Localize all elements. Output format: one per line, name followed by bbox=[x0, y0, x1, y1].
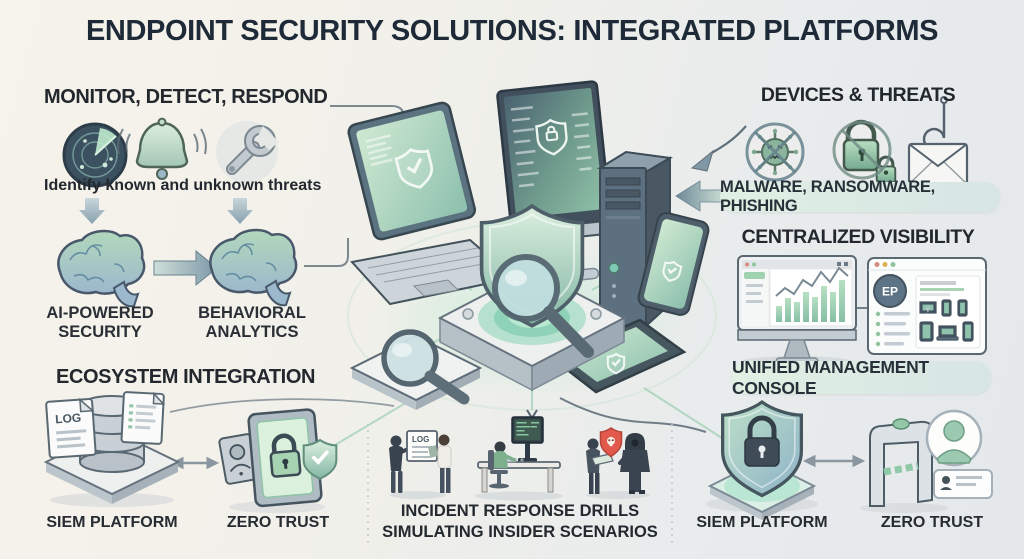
incident-caption: INCIDENT RESPONSE DRILLS SIMULATING INSI… bbox=[360, 501, 680, 543]
incident-caption-line2: SIMULATING INSIDER SCENARIOS bbox=[382, 523, 658, 541]
label-zero-trust-left: ZERO TRUST bbox=[226, 514, 330, 531]
down-arrow-icon bbox=[79, 198, 105, 224]
incident-log-label: LOG bbox=[412, 435, 429, 444]
brain-behavior-icon bbox=[209, 228, 298, 307]
siem-database-illustration: LOG bbox=[43, 391, 181, 507]
laptop-illustration bbox=[347, 101, 517, 306]
label-zero-trust-right: ZERO TRUST bbox=[880, 514, 984, 531]
page-title: ENDPOINT SECURITY SOLUTIONS: INTEGRATED … bbox=[85, 15, 939, 47]
double-arrow-icon-left bbox=[170, 456, 220, 470]
insider-threat-shield-icon bbox=[599, 427, 623, 458]
id-badge-icon bbox=[933, 469, 993, 499]
section-heading-centralized-visibility: CENTRALIZED VISIBILITY bbox=[741, 226, 975, 248]
section-heading-devices-threats: DEVICES & THREATS bbox=[760, 84, 956, 106]
ai-label-line2: SECURITY bbox=[58, 323, 142, 341]
label-ai-powered-security: AI-POWERED SECURITY bbox=[30, 304, 170, 342]
ransomware-lock-icon bbox=[832, 119, 897, 184]
incident-figures-illustration: LOG bbox=[389, 416, 650, 501]
ep-console-window-illustration: EP bbox=[867, 257, 987, 355]
threat-arrow-icon bbox=[675, 125, 747, 212]
ep-badge-label: EP bbox=[882, 285, 898, 299]
zero-trust-device-illustration bbox=[218, 408, 338, 513]
user-avatar-icon bbox=[925, 409, 983, 467]
section-heading-ecosystem-integration: ECOSYSTEM INTEGRATION bbox=[56, 366, 316, 388]
malware-virus-icon bbox=[745, 122, 805, 182]
siem-shield-illustration bbox=[706, 399, 818, 520]
hacker-figure bbox=[618, 433, 650, 494]
phishing-hook-email-icon bbox=[907, 96, 969, 186]
wrench-icon bbox=[216, 121, 279, 183]
report-document-icon bbox=[120, 391, 166, 445]
tablet-illustration bbox=[637, 211, 710, 316]
alert-bell-icon bbox=[117, 117, 207, 180]
ep-badge bbox=[873, 274, 907, 308]
pc-tower-illustration bbox=[596, 150, 674, 329]
log-doc-label: LOG bbox=[55, 411, 82, 427]
magnifier-platform-illustration bbox=[349, 329, 483, 410]
label-siem-platform-right: SIEM PLATFORM bbox=[696, 514, 828, 531]
brain-ai-icon bbox=[57, 229, 146, 308]
label-behavioral-analytics: BEHAVIORAL ANALYTICS bbox=[182, 304, 322, 342]
double-arrow-icon-right bbox=[802, 454, 866, 468]
log-document-icon: LOG bbox=[45, 397, 97, 459]
ai-label-line1: AI-POWERED bbox=[46, 304, 154, 322]
ba-label-line1: BEHAVIORAL bbox=[198, 304, 306, 322]
incident-caption-line1: INCIDENT RESPONSE DRILLS bbox=[400, 502, 640, 520]
subtext-identify-threats: Identify known and unknown threats bbox=[44, 177, 322, 194]
label-siem-platform-left: SIEM PLATFORM bbox=[46, 514, 178, 531]
ba-label-line2: ANALYTICS bbox=[205, 323, 299, 341]
central-hub-illustration bbox=[437, 203, 627, 392]
radar-icon bbox=[62, 122, 128, 188]
arrow-right-icon bbox=[153, 249, 218, 287]
unified-console-banner: UNIFIED MANAGEMENT CONSOLE bbox=[732, 357, 991, 398]
shield-magnifier-icon bbox=[479, 203, 594, 358]
threat-banner: MALWARE, RANSOMWARE, PHISHING bbox=[720, 178, 1000, 215]
section-heading-monitor-detect-respond: MONITOR, DETECT, RESPOND bbox=[44, 86, 328, 108]
security-gate-illustration bbox=[860, 409, 993, 513]
dashboard-monitor-illustration bbox=[737, 255, 857, 368]
down-arrow-icon-2 bbox=[227, 198, 253, 224]
